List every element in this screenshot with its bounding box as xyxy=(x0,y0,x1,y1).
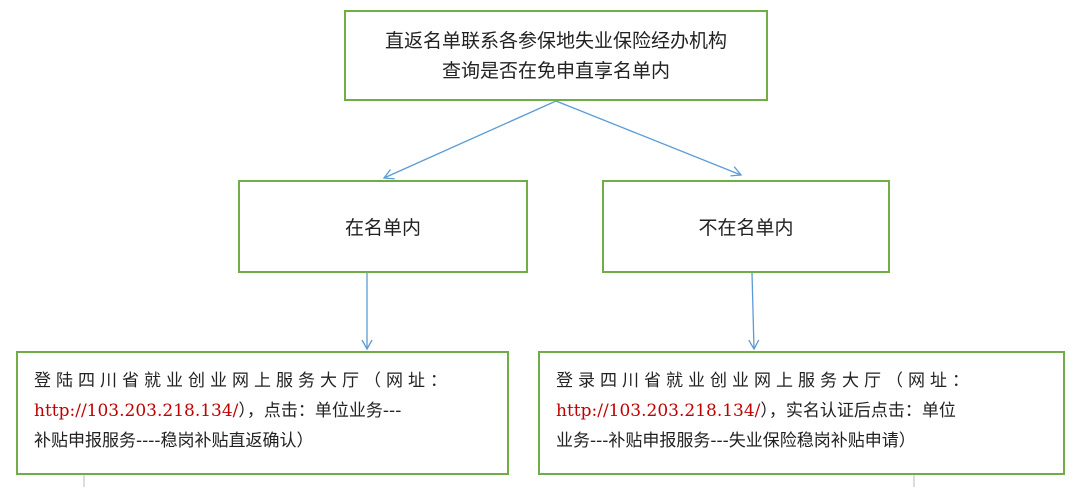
arrowhead-right-box xyxy=(748,339,760,351)
arrowhead-in-list xyxy=(382,169,395,180)
in-list-portal-url[interactable]: http://103.203.218.134/ xyxy=(34,401,239,421)
in-list-box: 在名单内 xyxy=(238,180,528,273)
arrowhead-left-box xyxy=(361,339,373,351)
not-in-list-instructions-line-2-rest: ），实名认证后点击：单位 xyxy=(760,401,956,421)
arrow-top-to-not-in-list xyxy=(555,100,742,176)
not-in-list-instructions-line-3: 业务---补贴申报服务---失业保险稳岗补贴申请） xyxy=(556,431,916,451)
in-list-instructions-line-2-rest: ），点击：单位业务--- xyxy=(238,401,402,421)
in-list-label: 在名单内 xyxy=(344,217,421,239)
not-in-list-portal-url[interactable]: http://103.203.218.134/ xyxy=(556,401,761,421)
query-list-box: 直返名单联系各参保地失业保险经办机构 查询是否在免申直享名单内 xyxy=(344,10,768,101)
arrow-not-in-list-to-right-box xyxy=(751,272,755,350)
arrowhead-not-in-list xyxy=(730,166,743,177)
not-in-list-instructions-line-2: http://103.203.218.134/），实名认证后点击：单位 xyxy=(556,396,1063,426)
not-in-list-label: 不在名单内 xyxy=(698,217,794,239)
in-list-instructions-line-1: 登陆四川省就业创业网上服务大厅（网址： xyxy=(34,371,452,391)
not-in-list-box: 不在名单内 xyxy=(602,180,890,273)
query-list-line-1: 直返名单联系各参保地失业保险经办机构 xyxy=(384,29,727,52)
not-in-list-instructions-box: 登录四川省就业创业网上服务大厅（网址： http://103.203.218.1… xyxy=(538,351,1065,475)
in-list-instructions-box: 登陆四川省就业创业网上服务大厅（网址： http://103.203.218.1… xyxy=(16,351,509,475)
arrow-top-to-in-list xyxy=(383,100,557,179)
in-list-instructions-line-3: 补贴申报服务----稳岗补贴直返确认） xyxy=(34,431,314,451)
in-list-instructions-line-2: http://103.203.218.134/），点击：单位业务--- xyxy=(34,396,507,426)
not-in-list-instructions-line-1: 登录四川省就业创业网上服务大厅（网址： xyxy=(556,371,974,391)
query-list-line-2: 查询是否在免申直享名单内 xyxy=(441,59,670,82)
